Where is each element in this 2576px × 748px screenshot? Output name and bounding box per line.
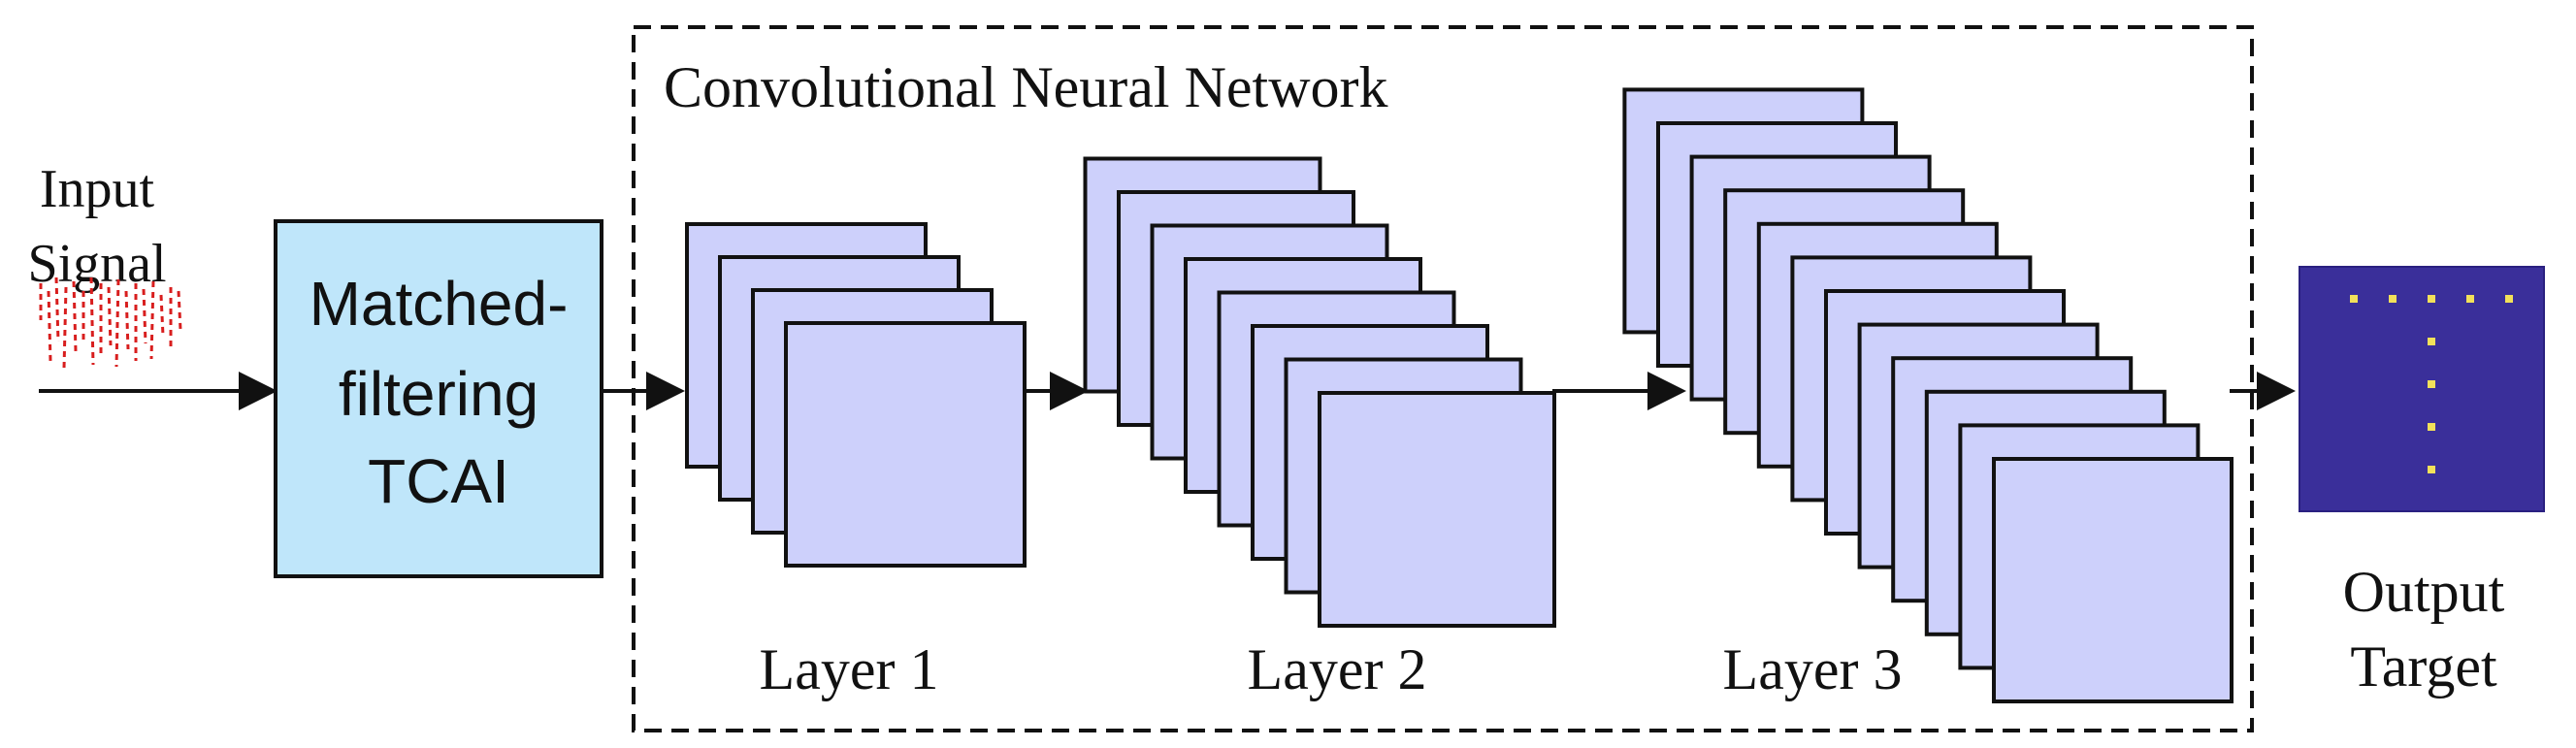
- layer-2-map-8: [1318, 391, 1556, 628]
- waveform-stroke-11: [124, 290, 130, 350]
- waveform-stroke-9: [107, 286, 113, 346]
- waveform-stroke-7: [89, 276, 95, 366]
- layer-3-map-12: [1992, 457, 2234, 703]
- layer-1-label: Layer 1: [760, 637, 939, 701]
- matched-filter-label-line3: TCAI: [368, 446, 509, 516]
- output-target-point-3: [2428, 295, 2435, 303]
- waveform-stroke-10: [114, 278, 120, 368]
- layer-2-feature-maps: [1083, 156, 1556, 628]
- layer-2-label: Layer 2: [1248, 637, 1427, 701]
- output-target-point-6: [2428, 338, 2435, 345]
- input-signal-label-line2: Signal: [27, 234, 166, 294]
- layer-3-feature-maps: [1622, 87, 2234, 703]
- waveform-stroke-3: [54, 276, 60, 342]
- input-signal-label-line1: Input: [40, 159, 155, 219]
- waveform-stroke-13: [142, 288, 147, 344]
- layer-1-feature-maps: [685, 222, 1027, 568]
- output-target-point-5: [2505, 295, 2513, 303]
- output-target-point-9: [2428, 466, 2435, 473]
- output-target-point-2: [2389, 295, 2397, 303]
- waveform-stroke-2: [47, 290, 52, 362]
- waveform-stroke-5: [72, 280, 78, 352]
- output-target-points: [2350, 295, 2513, 473]
- waveform-stroke-14: [149, 280, 155, 360]
- matched-filter-label-line1: Matched-: [310, 269, 569, 339]
- output-target-label-line2: Target: [2350, 634, 2497, 699]
- layer-1-map-4: [784, 321, 1027, 568]
- waveform-stroke-17: [177, 290, 182, 331]
- matched-filter-block: [274, 219, 603, 578]
- output-target-image: [2299, 266, 2545, 512]
- cnn-container: [632, 25, 2254, 732]
- matched-filter-label-line2: filtering: [339, 359, 538, 429]
- input-waveform-icon: [39, 276, 182, 370]
- output-target-point-7: [2428, 380, 2435, 388]
- layer-3-label: Layer 3: [1723, 637, 1903, 701]
- waveform-stroke-4: [62, 286, 68, 370]
- waveform-stroke-15: [159, 294, 165, 337]
- output-target-label-line1: Output: [2343, 560, 2505, 624]
- output-target-point-8: [2428, 423, 2435, 431]
- cnn-title: Convolutional Neural Network: [664, 55, 1388, 119]
- output-target-point-4: [2466, 295, 2474, 303]
- output-target-point-1: [2350, 295, 2358, 303]
